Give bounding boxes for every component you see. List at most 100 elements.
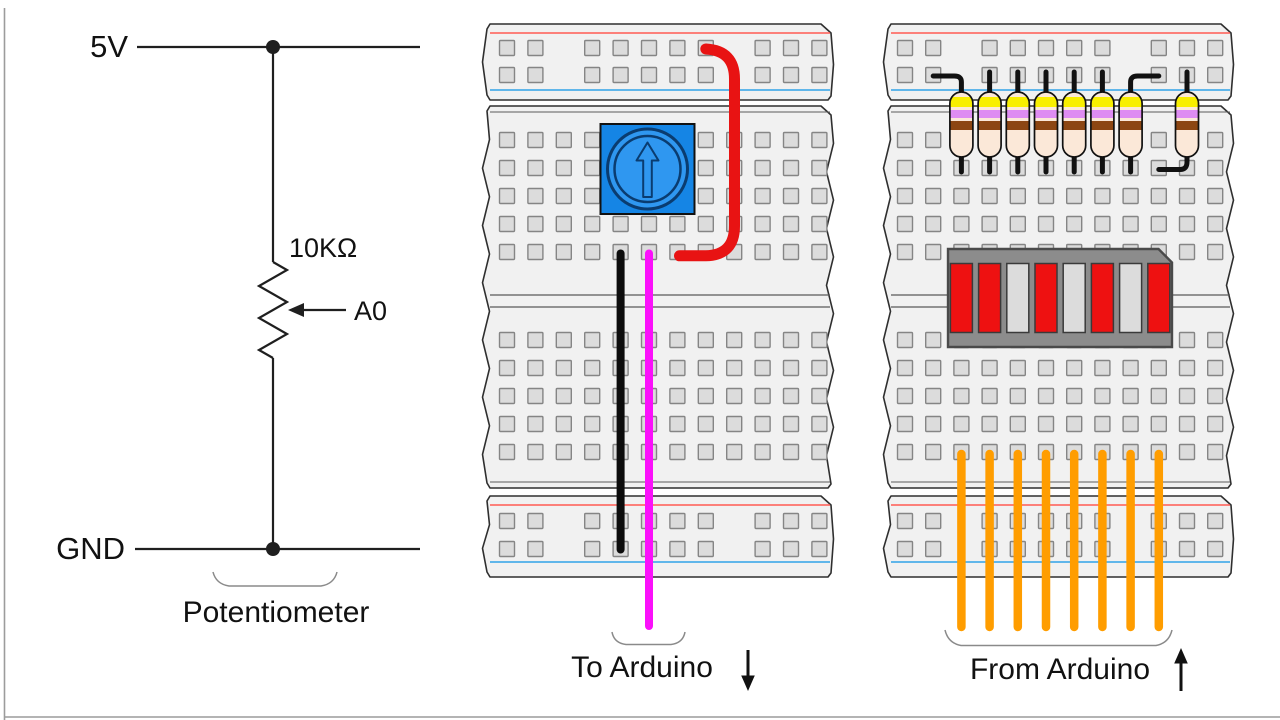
resistor (1156, 69, 1200, 172)
breadboard-hole (1206, 331, 1224, 349)
breadboard-hole (669, 443, 686, 461)
breadboard-hole (669, 387, 686, 405)
breadboard-hole (925, 215, 942, 233)
breadboard-hole (1009, 187, 1026, 205)
breadboard-hole (1065, 387, 1083, 405)
breadboard-hole (1178, 443, 1196, 461)
resistor-body (1174, 91, 1200, 158)
breadboard-hole (498, 331, 516, 349)
breadboard-hole (754, 387, 771, 405)
breadboard-hole (925, 415, 942, 433)
resistor-band (1006, 110, 1030, 118)
breadboard-hole (584, 443, 601, 461)
wiper-arrow-head (288, 303, 304, 317)
breadboard-hole (612, 39, 629, 57)
resistor-band (1062, 110, 1086, 118)
breadboard-hole (1178, 39, 1196, 57)
breadboard-hole (527, 215, 544, 233)
breadboard-hole (811, 415, 828, 433)
breadboard-hole (584, 187, 601, 205)
ground-label: GND (56, 531, 125, 566)
resistor-body (977, 91, 1002, 158)
breadboard-hole (640, 215, 658, 233)
breadboard-hole (1094, 39, 1111, 57)
resistor-band (978, 97, 1002, 107)
breadboard-hole (811, 215, 828, 233)
breadboard-hole (498, 387, 516, 405)
breadboard-hole (584, 415, 601, 433)
breadboard-hole (925, 443, 942, 461)
breadboard-hole (555, 331, 572, 349)
breadboard-hole (726, 331, 743, 349)
breadboard-hole (782, 215, 800, 233)
breadboard-hole (584, 66, 601, 84)
breadboard-hole (527, 415, 544, 433)
breadboard-hole (782, 131, 800, 149)
resistor-body-outline (977, 91, 1002, 158)
breadboard-hole (1178, 359, 1196, 377)
breadboard-hole (925, 359, 942, 377)
resistor-band (1034, 121, 1058, 130)
pot-board-caption-group: To Arduino (571, 631, 755, 691)
breadboard-hole (697, 359, 714, 377)
red-5v-jumper-wire (674, 43, 740, 262)
resistor-body-outline (1061, 91, 1087, 158)
breadboard-hole (782, 187, 800, 205)
breadboard-hole (782, 443, 800, 461)
breadboard-hole (584, 387, 601, 405)
breadboard-hole (754, 512, 771, 530)
potentiometer (599, 123, 696, 215)
bar-graph-segment-on (949, 262, 974, 334)
breadboard-hole (1094, 359, 1111, 377)
breadboard-hole (612, 66, 629, 84)
breadboard-hole (896, 540, 914, 558)
breadboard-hole (782, 243, 800, 261)
breadboard-hole (754, 415, 771, 433)
resistor (1090, 69, 1115, 175)
breadboard-hole (584, 540, 601, 558)
breadboard-hole (754, 39, 771, 57)
breadboard-hole (896, 39, 914, 57)
breadboard-hole (697, 187, 714, 205)
breadboard-hole (527, 387, 544, 405)
breadboard-hole (1094, 387, 1111, 405)
resistor-zigzag (256, 261, 290, 359)
led-board-brace (944, 629, 1173, 647)
resistor (1118, 73, 1162, 175)
resistor-body (1118, 91, 1143, 158)
breadboard-hole (981, 215, 998, 233)
breadboard-hole (1009, 387, 1026, 405)
breadboard-hole (640, 39, 658, 57)
breadboard-hole (1094, 415, 1111, 433)
resistor-band (1119, 121, 1143, 130)
breadboard-hole (555, 387, 572, 405)
breadboard-hole (697, 131, 714, 149)
breadboard-hole (584, 39, 601, 57)
breadboard-hole (811, 66, 828, 84)
resistor (1033, 69, 1059, 175)
breadboard-hole (498, 243, 516, 261)
breadboard-hole (1037, 359, 1055, 377)
breadboard-hole (782, 387, 800, 405)
breadboard-hole (953, 359, 970, 377)
breadboard-hole (754, 243, 771, 261)
breadboard-hole (1065, 215, 1083, 233)
bar-graph-segment-off (1118, 262, 1143, 334)
breadboard-hole (1094, 187, 1111, 205)
breadboard-hole (498, 39, 516, 57)
breadboard-hole (811, 331, 828, 349)
breadboard-hole (584, 331, 601, 349)
resistor-band (1090, 121, 1114, 130)
breadboard-hole (811, 512, 828, 530)
resistor-bands (1034, 97, 1058, 130)
breadboard-hole (726, 359, 743, 377)
breadboard-hole (1122, 387, 1139, 405)
resistor-band (1062, 97, 1086, 107)
breadboard-hole (1206, 359, 1224, 377)
breadboard-hole (1037, 187, 1055, 205)
page-frame (3, 8, 1280, 720)
breadboard-hole (896, 331, 914, 349)
breadboard-hole (726, 387, 743, 405)
breadboard-hole (1009, 39, 1026, 57)
breadboard-hole (782, 540, 800, 558)
